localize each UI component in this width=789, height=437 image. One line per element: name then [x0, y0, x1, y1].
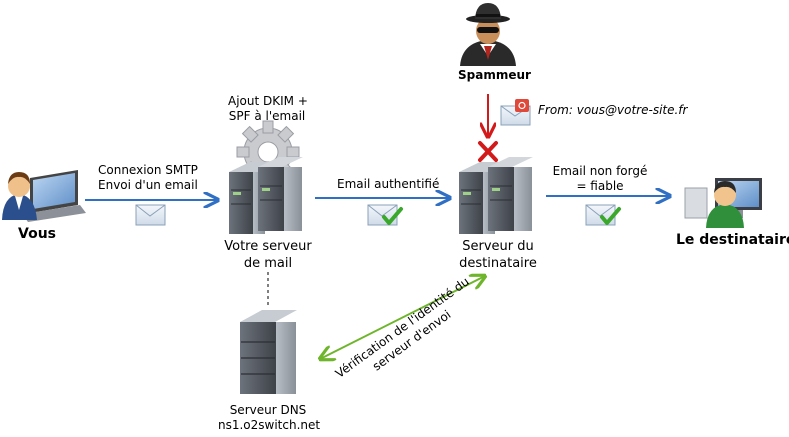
node-label-your-server: Votre serveur de mail — [220, 238, 316, 272]
envelope-check-icon — [367, 204, 403, 226]
edge-label-not-forged: Email non forgé = fiable — [550, 164, 650, 194]
arrow-verification — [320, 276, 485, 359]
node-label-dns-server-line2: ns1.o2switch.net — [218, 418, 321, 432]
recipient-computer-icon — [684, 178, 762, 228]
edge-label-authenticated: Email authentifié — [337, 177, 440, 191]
envelope-check-icon — [585, 204, 621, 226]
edge-label-dkim-line2: SPF à l'email — [228, 109, 306, 123]
node-label-your-server-line2: de mail — [243, 256, 293, 271]
node-label-your-server-line1: Votre serveur — [224, 239, 312, 254]
node-label-destination-server: Serveur du destinataire — [452, 238, 544, 272]
node-label-dns-server: Serveur DNS ns1.o2switch.net — [218, 403, 321, 433]
blocked-x-icon — [478, 141, 498, 162]
dns-server-icon — [240, 310, 297, 394]
edge-label-dkim-line1: Ajout DKIM + — [228, 94, 308, 108]
spam-envelope-icon — [500, 99, 531, 126]
node-label-destination-server-line1: Serveur du — [462, 239, 534, 254]
edge-label-smtp: Connexion SMTP Envoi d'un email — [98, 163, 198, 193]
edge-label-smtp-line2: Envoi d'un email — [98, 178, 198, 192]
node-label-spammer: Spammeur — [458, 68, 531, 82]
your-server-icon — [229, 157, 303, 234]
node-label-destination-server-line2: destinataire — [459, 256, 537, 271]
flow-arrows — [85, 94, 670, 359]
node-label-you: Vous — [18, 226, 56, 242]
destination-server-icon — [459, 157, 533, 234]
spoofed-from-label: From: vous@votre-site.fr — [538, 103, 688, 117]
node-label-recipient: Le destinataire — [676, 232, 789, 248]
edge-label-dkim: Ajout DKIM + SPF à l'email — [228, 94, 308, 124]
edge-label-smtp-line1: Connexion SMTP — [98, 163, 198, 177]
spammer-icon — [460, 3, 516, 66]
user-laptop-icon — [2, 170, 86, 222]
envelope-icon — [135, 204, 166, 226]
node-label-dns-server-line1: Serveur DNS — [229, 403, 307, 417]
edge-label-not-forged-line1: Email non forgé — [552, 164, 648, 178]
edge-label-not-forged-line2: = fiable — [576, 179, 624, 193]
